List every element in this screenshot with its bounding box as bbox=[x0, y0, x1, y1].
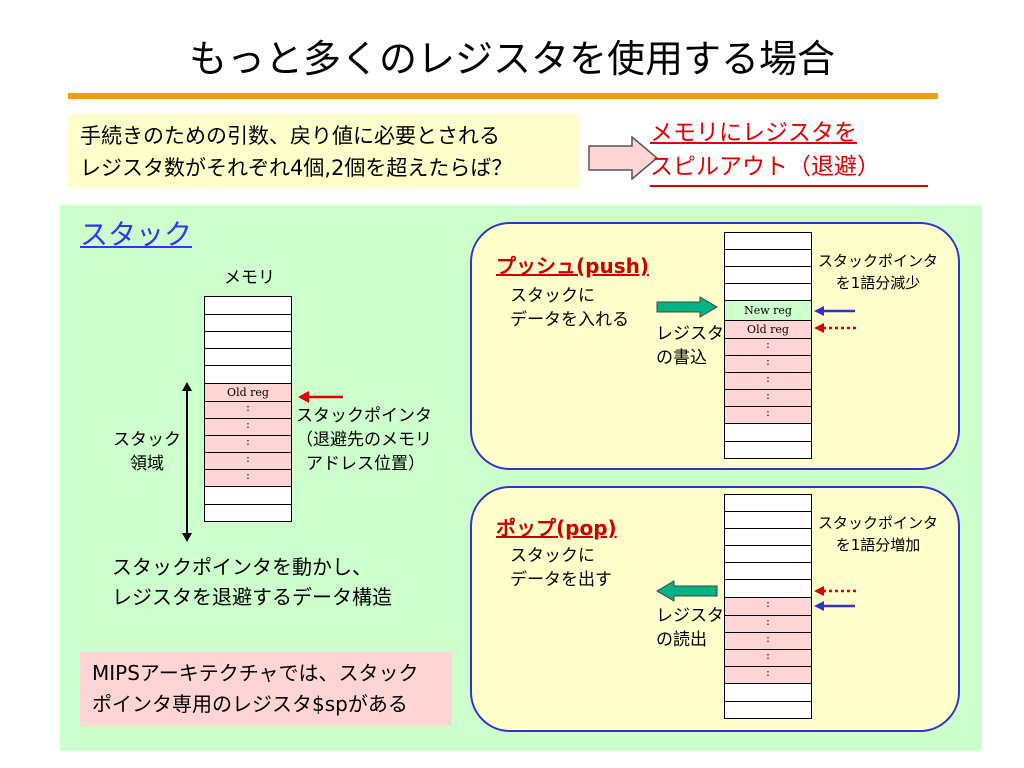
push-memory-column: New reg Old reg : : : : : bbox=[724, 232, 812, 459]
memory-cell bbox=[725, 684, 811, 702]
stack-cell: : bbox=[725, 373, 811, 390]
pop-sp-label: スタックポインタ を1語分増加 bbox=[818, 512, 938, 556]
block-arrow-right-icon bbox=[588, 136, 658, 180]
mips-note-1: MIPSアーキテクチャでは、スタック bbox=[92, 661, 419, 685]
memory-cell bbox=[205, 297, 291, 315]
push-sp-label-2: を1語分減少 bbox=[835, 274, 921, 292]
stack-pointer-label-3: アドレス位置） bbox=[306, 454, 425, 474]
pop-new-sp-arrow-icon bbox=[814, 586, 857, 596]
new-reg-cell: New reg bbox=[725, 301, 811, 321]
stack-description: スタックポインタを動かし、 レジスタを退避するデータ構造 bbox=[112, 552, 392, 612]
intro-line-1: 手続きのための引数、戻り値に必要とされる bbox=[80, 124, 500, 148]
memory-cell bbox=[725, 529, 811, 546]
pop-memory-column: : : : : : bbox=[724, 494, 812, 719]
push-action-label: レジスタ の書込 bbox=[656, 322, 724, 370]
push-sp-label: スタックポインタ を1語分減少 bbox=[818, 250, 938, 294]
pop-description-1: スタックに bbox=[510, 546, 595, 566]
title-divider bbox=[68, 93, 938, 99]
stack-pointer-arrow-icon bbox=[298, 391, 343, 403]
stack-area-label-2: 領域 bbox=[130, 454, 164, 474]
stack-cell: : bbox=[205, 419, 291, 436]
pop-title: ポップ(pop) bbox=[496, 516, 617, 540]
stack-description-1: スタックポインタを動かし、 bbox=[112, 555, 372, 579]
spill-out-text: メモリにレジスタを スピルアウト（退避） bbox=[650, 116, 880, 184]
pop-panel bbox=[470, 486, 960, 732]
stack-area-label-1: スタック bbox=[113, 430, 181, 450]
push-title: プッシュ(push) bbox=[496, 254, 649, 278]
stack-cell: : bbox=[725, 650, 811, 667]
push-action-2: の書込 bbox=[656, 348, 707, 368]
stack-cell: : bbox=[725, 407, 811, 424]
push-description: スタックに データを入れる bbox=[510, 284, 629, 332]
pop-action-2: の読出 bbox=[656, 630, 707, 650]
stack-cell: : bbox=[725, 339, 811, 356]
pop-description: スタックに データを出す bbox=[510, 544, 612, 592]
spill-underline bbox=[650, 185, 928, 187]
memory-cell bbox=[725, 267, 811, 284]
memory-cell bbox=[725, 250, 811, 267]
push-panel bbox=[470, 222, 960, 470]
pop-read-arrow-icon bbox=[656, 580, 718, 602]
memory-cell bbox=[205, 505, 291, 522]
stack-cell: : bbox=[725, 616, 811, 633]
stack-description-2: レジスタを退避するデータ構造 bbox=[112, 585, 392, 609]
pop-sp-label-2: を1語分増加 bbox=[835, 536, 921, 554]
memory-cell bbox=[725, 442, 811, 459]
pop-sp-label-1: スタックポインタ bbox=[818, 514, 939, 532]
stack-heading: スタック bbox=[80, 218, 193, 251]
push-sp-label-1: スタックポインタ bbox=[818, 252, 939, 270]
mips-note-2: ポインタ専用のレジスタ$spがある bbox=[92, 692, 408, 716]
push-description-1: スタックに bbox=[510, 286, 595, 306]
push-description-2: データを入れる bbox=[510, 310, 629, 330]
memory-cell bbox=[725, 546, 811, 563]
memory-cell bbox=[205, 349, 291, 366]
mips-note: MIPSアーキテクチャでは、スタック ポインタ専用のレジスタ$spがある bbox=[80, 652, 452, 726]
stack-pointer-label: スタックポインタ （退避先のメモリ アドレス位置） bbox=[296, 404, 432, 476]
stack-cell: : bbox=[725, 667, 811, 684]
spill-line-2: スピルアウト（退避） bbox=[650, 154, 880, 180]
memory-cell bbox=[725, 512, 811, 529]
memory-cell bbox=[725, 495, 811, 512]
memory-cell bbox=[725, 580, 811, 598]
page-title: もっと多くのレジスタを使用する場合 bbox=[188, 37, 835, 81]
memory-cell bbox=[205, 332, 291, 349]
memory-cell bbox=[725, 563, 811, 580]
memory-label: メモリ bbox=[224, 268, 275, 288]
memory-cell bbox=[725, 702, 811, 719]
old-reg-cell: Old reg bbox=[205, 384, 291, 402]
push-old-sp-arrow-icon bbox=[814, 323, 857, 333]
intro-line-2: レジスタ数がそれぞれ4個,2個を超えたらば？ bbox=[80, 156, 513, 180]
stack-area-double-arrow-icon bbox=[182, 382, 192, 542]
stack-cell: : bbox=[725, 633, 811, 650]
pop-description-2: データを出す bbox=[510, 570, 612, 590]
pop-old-sp-arrow-icon bbox=[814, 601, 855, 611]
push-write-arrow-icon bbox=[656, 296, 718, 318]
pop-action-1: レジスタ bbox=[656, 606, 724, 626]
push-action-1: レジスタ bbox=[656, 324, 724, 344]
memory-cell bbox=[725, 424, 811, 442]
stack-area-label: スタック 領域 bbox=[112, 428, 182, 476]
memory-cell bbox=[725, 233, 811, 250]
pop-action-label: レジスタ の読出 bbox=[656, 604, 724, 652]
stack-cell: : bbox=[205, 436, 291, 453]
memory-cell bbox=[205, 487, 291, 505]
intro-note: 手続きのための引数、戻り値に必要とされる レジスタ数がそれぞれ4個,2個を超えた… bbox=[68, 114, 580, 188]
old-reg-cell: Old reg bbox=[725, 321, 811, 339]
spill-line-1: メモリにレジスタを bbox=[650, 120, 857, 146]
stack-cell: : bbox=[205, 402, 291, 419]
stack-pointer-label-1: スタックポインタ bbox=[296, 406, 432, 426]
stack-pointer-label-2: （退避先のメモリ bbox=[296, 430, 432, 450]
stack-cell: : bbox=[205, 453, 291, 470]
stack-cell: : bbox=[725, 598, 811, 616]
stack-cell: : bbox=[205, 470, 291, 487]
memory-column: Old reg : : : : : bbox=[204, 296, 292, 522]
stack-cell: : bbox=[725, 356, 811, 373]
push-new-sp-arrow-icon bbox=[814, 306, 855, 316]
stack-cell: : bbox=[725, 390, 811, 407]
memory-cell bbox=[205, 315, 291, 332]
memory-cell bbox=[725, 284, 811, 301]
memory-cell bbox=[205, 366, 291, 384]
